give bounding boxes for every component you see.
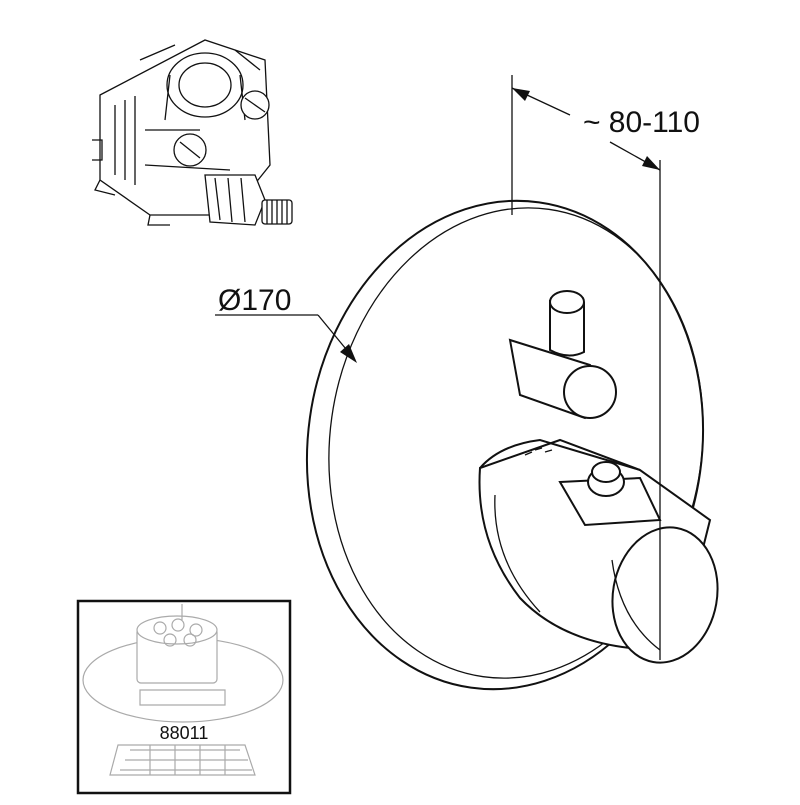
inset-cartridge-illustration: [82, 604, 284, 776]
thermostat-handle: [478, 438, 719, 664]
arrowhead-icon: [512, 88, 530, 101]
inset-part-number: 88011: [160, 723, 209, 743]
valve-body-illustration: [92, 39, 293, 226]
arrowhead-icon: [340, 344, 357, 363]
diameter-dimension: Ø170: [215, 284, 357, 363]
diverter-knob: [508, 290, 617, 420]
depth-dimension: ~ 80-110: [511, 75, 700, 660]
inset-box: 88011: [76, 599, 292, 795]
arrowhead-icon: [642, 156, 660, 170]
diameter-label: Ø170: [218, 284, 291, 317]
depth-label: ~ 80-110: [583, 106, 700, 139]
